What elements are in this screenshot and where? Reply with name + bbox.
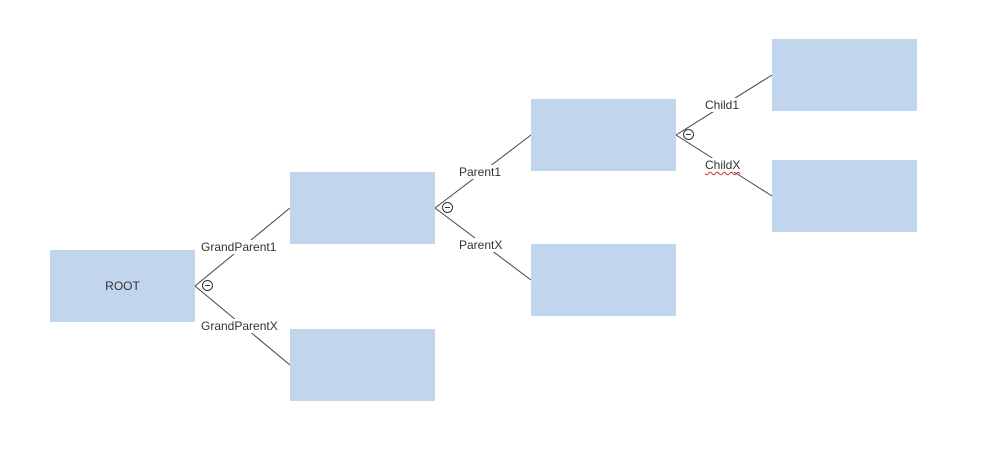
collapse-minus-circle-icon[interactable] xyxy=(683,129,694,140)
node-child1[interactable] xyxy=(772,39,917,111)
edge-label-grandparentx[interactable]: GrandParentX xyxy=(201,319,278,333)
edge-label-grandparent1[interactable]: GrandParent1 xyxy=(201,240,277,254)
edge-label-parent1[interactable]: Parent1 xyxy=(459,165,502,179)
node-root[interactable]: ROOT xyxy=(50,250,195,322)
node-grandparent1[interactable] xyxy=(290,172,435,244)
node-childx[interactable] xyxy=(772,160,917,232)
node-grandparentx[interactable] xyxy=(290,329,435,401)
edge-label-child1[interactable]: Child1 xyxy=(705,98,740,112)
node-parentx[interactable] xyxy=(531,244,676,316)
node-root-label: ROOT xyxy=(105,279,140,293)
collapse-minus-circle-icon[interactable] xyxy=(442,202,453,213)
edge-label-parentx[interactable]: ParentX xyxy=(459,238,503,252)
edge-label-childx[interactable]: ChildX xyxy=(705,158,741,172)
collapse-minus-circle-icon[interactable] xyxy=(202,280,213,291)
node-parent1[interactable] xyxy=(531,99,676,171)
